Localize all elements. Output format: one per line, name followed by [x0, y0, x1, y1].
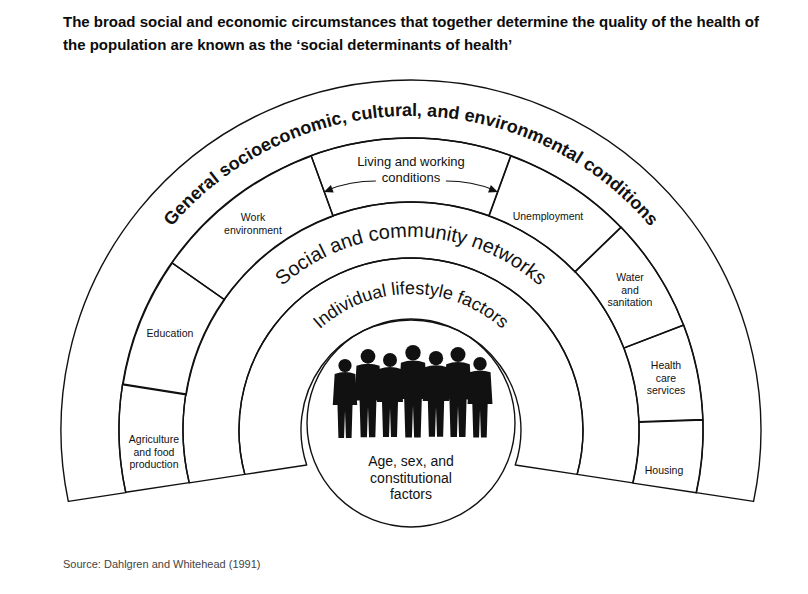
sector-outline	[183, 202, 639, 483]
cell-label: Agriculture and food production	[123, 433, 185, 471]
cell-label: Water and sanitation	[606, 271, 653, 309]
cell-label: Living and working conditions	[346, 154, 476, 185]
cell-label: Health care services	[642, 359, 690, 397]
condition-cell: Education	[120, 260, 228, 398]
circle-outline	[307, 319, 515, 527]
lifestyle-band-outline: Individual lifestyle factors	[236, 255, 586, 477]
arrow-head	[488, 185, 498, 192]
band-label: Individual lifestyle factors	[309, 278, 513, 332]
arrow-line	[328, 181, 376, 190]
lifestyle-band: Individual lifestyle factorsAge, sex, an…	[236, 255, 586, 477]
core-label: Age, sex, and constitutional factors	[351, 453, 471, 503]
sector-outline	[61, 80, 761, 501]
cell-label: Work environment	[218, 211, 288, 236]
sector-outline	[311, 138, 511, 216]
core-circle: Age, sex, and constitutional factors	[304, 316, 518, 530]
double-arrow	[446, 181, 498, 192]
condition-cell: Housing	[630, 417, 706, 496]
sector-outline	[624, 325, 703, 422]
arrow-line	[446, 181, 494, 190]
cell-label: Unemployment	[503, 210, 593, 223]
sector-outline	[119, 384, 189, 492]
title: The broad social and economic circumstan…	[63, 10, 768, 56]
sector-outline	[575, 227, 684, 348]
condition-cell-outline	[630, 417, 706, 496]
cell-label: Education	[125, 327, 215, 340]
sector-outline	[123, 263, 225, 395]
network-band: Social and community networksIndividual …	[180, 199, 642, 486]
network-band-outline: Social and community networks	[180, 199, 642, 486]
caption: Source: Dahlgren and Whitehead (1991)	[63, 558, 261, 570]
arrow-head	[324, 185, 334, 192]
sector-outline	[239, 258, 583, 474]
sector-outline	[633, 420, 703, 493]
condition-cell: Health care services	[621, 322, 706, 425]
condition-cell: Agriculture and food production	[116, 381, 192, 495]
sector-outline	[172, 156, 333, 300]
condition-cell: Living and working conditions	[308, 135, 514, 219]
outer-band: General socioeconomic, cultural, and env…	[58, 77, 764, 504]
condition-cell: Work environment	[169, 153, 336, 303]
double-arrow	[324, 181, 376, 192]
band-label: General socioeconomic, cultural, and env…	[160, 100, 663, 229]
